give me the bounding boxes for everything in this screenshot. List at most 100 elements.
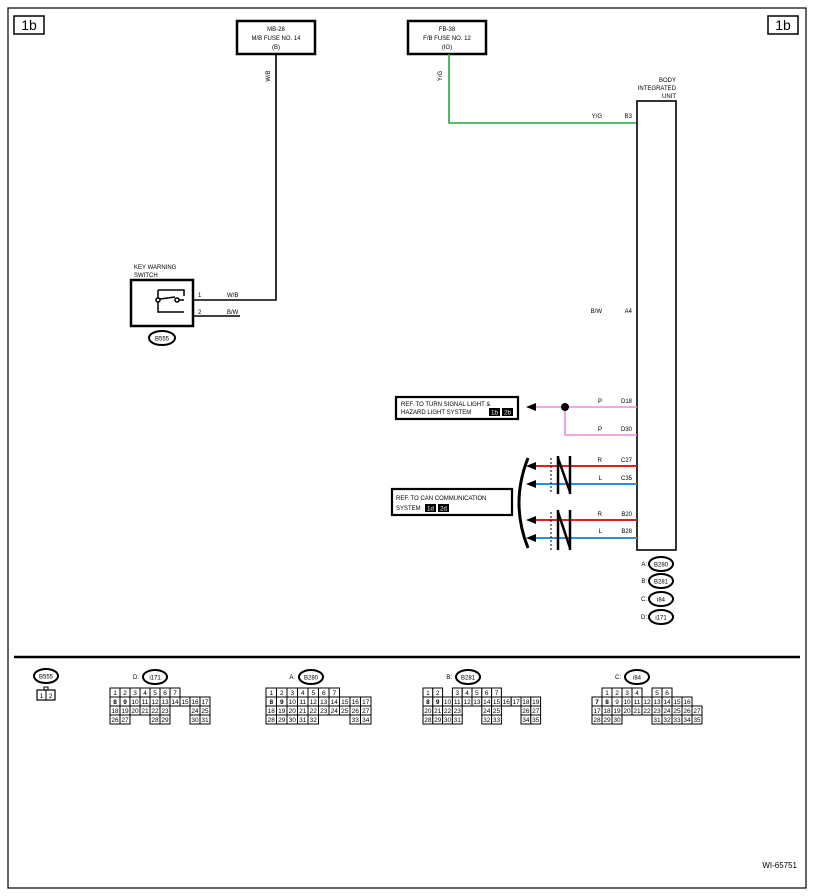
term-b3-pin: B3	[625, 114, 633, 120]
i84-pin-19: 19	[613, 708, 621, 715]
term-c27-pin: C27	[621, 458, 633, 464]
i171-pin-20: 20	[131, 708, 139, 715]
b280-pin-29: 29	[278, 717, 286, 724]
i171-pin-14: 14	[171, 699, 179, 706]
twisted-pair-upper	[550, 456, 572, 494]
i84-name: i84	[633, 676, 642, 682]
i84-pin-31: 31	[653, 717, 661, 724]
b281-pin-cell	[491, 714, 502, 725]
b281-pin-26: 26	[522, 708, 530, 715]
b281-pin-22: 22	[444, 708, 452, 715]
b280-pin-3: 3	[290, 690, 294, 697]
b280-pin-22: 22	[310, 708, 318, 715]
ref-turn-signal-box: REF. TO TURN SIGNAL LIGHT & HAZARD LIGHT…	[394, 395, 520, 421]
i84-pin-8: 8	[605, 699, 609, 706]
biu-connector-b-letter: B:	[641, 579, 647, 585]
term-c27-wire: R	[598, 458, 603, 464]
i84-pin-26: 26	[683, 708, 691, 715]
b280-pin-34: 34	[362, 717, 370, 724]
i84-pin-3: 3	[625, 690, 629, 697]
i84-pin-34: 34	[683, 717, 691, 724]
b280-pin-14: 14	[331, 699, 339, 706]
ref-turn-tag1-bg	[489, 408, 500, 416]
b281-tag	[455, 669, 481, 685]
term-d18-wire: P	[598, 399, 602, 405]
ref-can-box: REF. TO CAN COMMUNICATION SYSTEM 1d 2d	[390, 487, 514, 517]
ref-turn-line2: HAZARD LIGHT SYSTEM	[401, 410, 471, 416]
i171-pin-28: 28	[151, 717, 159, 724]
b281-pin-cell	[451, 714, 463, 725]
ref-can-tag2-bg	[438, 504, 449, 512]
mb-fuse-line3: (B)	[272, 45, 280, 51]
biu-connector-list: A: B280 B: B281 C: i84 D: i171	[641, 556, 674, 625]
b280-pin-4: 4	[301, 690, 305, 697]
b280-pin-8: 8	[269, 699, 273, 706]
fb-fuse-box: FB-38 F/B FUSE NO. 12 (IG)	[406, 19, 488, 56]
b280-pin-26: 26	[352, 708, 360, 715]
i171-pin-21: 21	[141, 708, 149, 715]
key-switch-wire1: W/B	[227, 293, 238, 299]
b280-pin-12: 12	[310, 699, 318, 706]
i84-pin-25: 25	[673, 708, 681, 715]
i171-pin-18: 18	[111, 708, 119, 715]
b555-pin-2: 2	[49, 693, 53, 700]
biu-connector-d-name: i171	[655, 616, 667, 622]
ref-turn-tag2-bg	[502, 408, 513, 416]
can-arrows	[526, 462, 536, 542]
biu-connector-b: B: B281	[641, 573, 674, 589]
b280-pin-10: 10	[289, 699, 297, 706]
i84-pin-16: 16	[683, 699, 691, 706]
i171-pin-19: 19	[121, 708, 129, 715]
b281-pin-29: 29	[434, 717, 442, 724]
i84-pin-29: 29	[603, 717, 611, 724]
biu-connector-a-name: B280	[654, 563, 669, 569]
b281-pin-cell	[530, 714, 542, 725]
b281-pin-16: 16	[503, 699, 511, 706]
i84-pin-9: 9	[615, 699, 619, 706]
b281-letter: B:	[446, 675, 452, 681]
mb-fuse-line1: MB-28	[267, 27, 285, 33]
i84-pin-cell	[611, 714, 623, 725]
biu-title-line3: UNIT	[662, 94, 676, 100]
b555-pin-1: 1	[40, 693, 44, 700]
b280-pin-25: 25	[341, 708, 349, 715]
b280-pin-27: 27	[362, 708, 370, 715]
fb-fuse-line3: (IG)	[442, 45, 452, 51]
term-d18-pin: D18	[621, 399, 633, 405]
corner-tag-left: 1b	[13, 15, 45, 35]
b280-pin-5: 5	[311, 690, 315, 697]
ref-can-line1: REF. TO CAN COMMUNICATION	[396, 496, 486, 502]
biu-connector-d: D: i171	[641, 609, 674, 625]
key-switch-wire2: B/W	[227, 310, 239, 316]
key-switch-title-line2: SWITCH	[134, 273, 158, 279]
i84-pin-24: 24	[663, 708, 671, 715]
i84-pin-11: 11	[634, 699, 641, 706]
b280-pin-23: 23	[320, 708, 328, 715]
i84-pin-15: 15	[673, 699, 681, 706]
b281-pin-11: 11	[454, 699, 461, 706]
i84-pin-21: 21	[633, 708, 641, 715]
biu-connector-b-name: B281	[654, 580, 669, 586]
i171-pin-9: 9	[123, 699, 127, 706]
i171-pin-6: 6	[163, 690, 167, 697]
mb-fuse-line2: M/B FUSE NO. 14	[251, 36, 301, 42]
connector-view-b555: B555 1 2	[33, 668, 59, 701]
term-b3-wire: Y/G	[592, 114, 603, 120]
figure-id: WI-65751	[762, 861, 797, 870]
i84-pin-14: 14	[663, 699, 671, 706]
b280-pin-cell	[307, 714, 319, 725]
i171-pin-10: 10	[131, 699, 139, 706]
b281-pin-8: 8	[426, 699, 430, 706]
i84-pin-6: 6	[665, 690, 669, 697]
connector-tag-b555-label: B555	[155, 337, 170, 343]
twisted-pair-lower	[550, 510, 572, 550]
i84-pin-20: 20	[623, 708, 631, 715]
switch-symbol	[155, 289, 185, 313]
b281-pin-35: 35	[532, 717, 540, 724]
corner-tag-right: 1b	[767, 15, 799, 35]
ref-can-tag2: 2d	[440, 507, 447, 513]
biu-title-line1: BODY	[659, 78, 676, 84]
biu-terminal-labels: Y/G B3 B/W A4 P D18 P D30 R C27 L C35 R …	[591, 114, 633, 535]
i84-pin-30: 30	[613, 717, 621, 724]
